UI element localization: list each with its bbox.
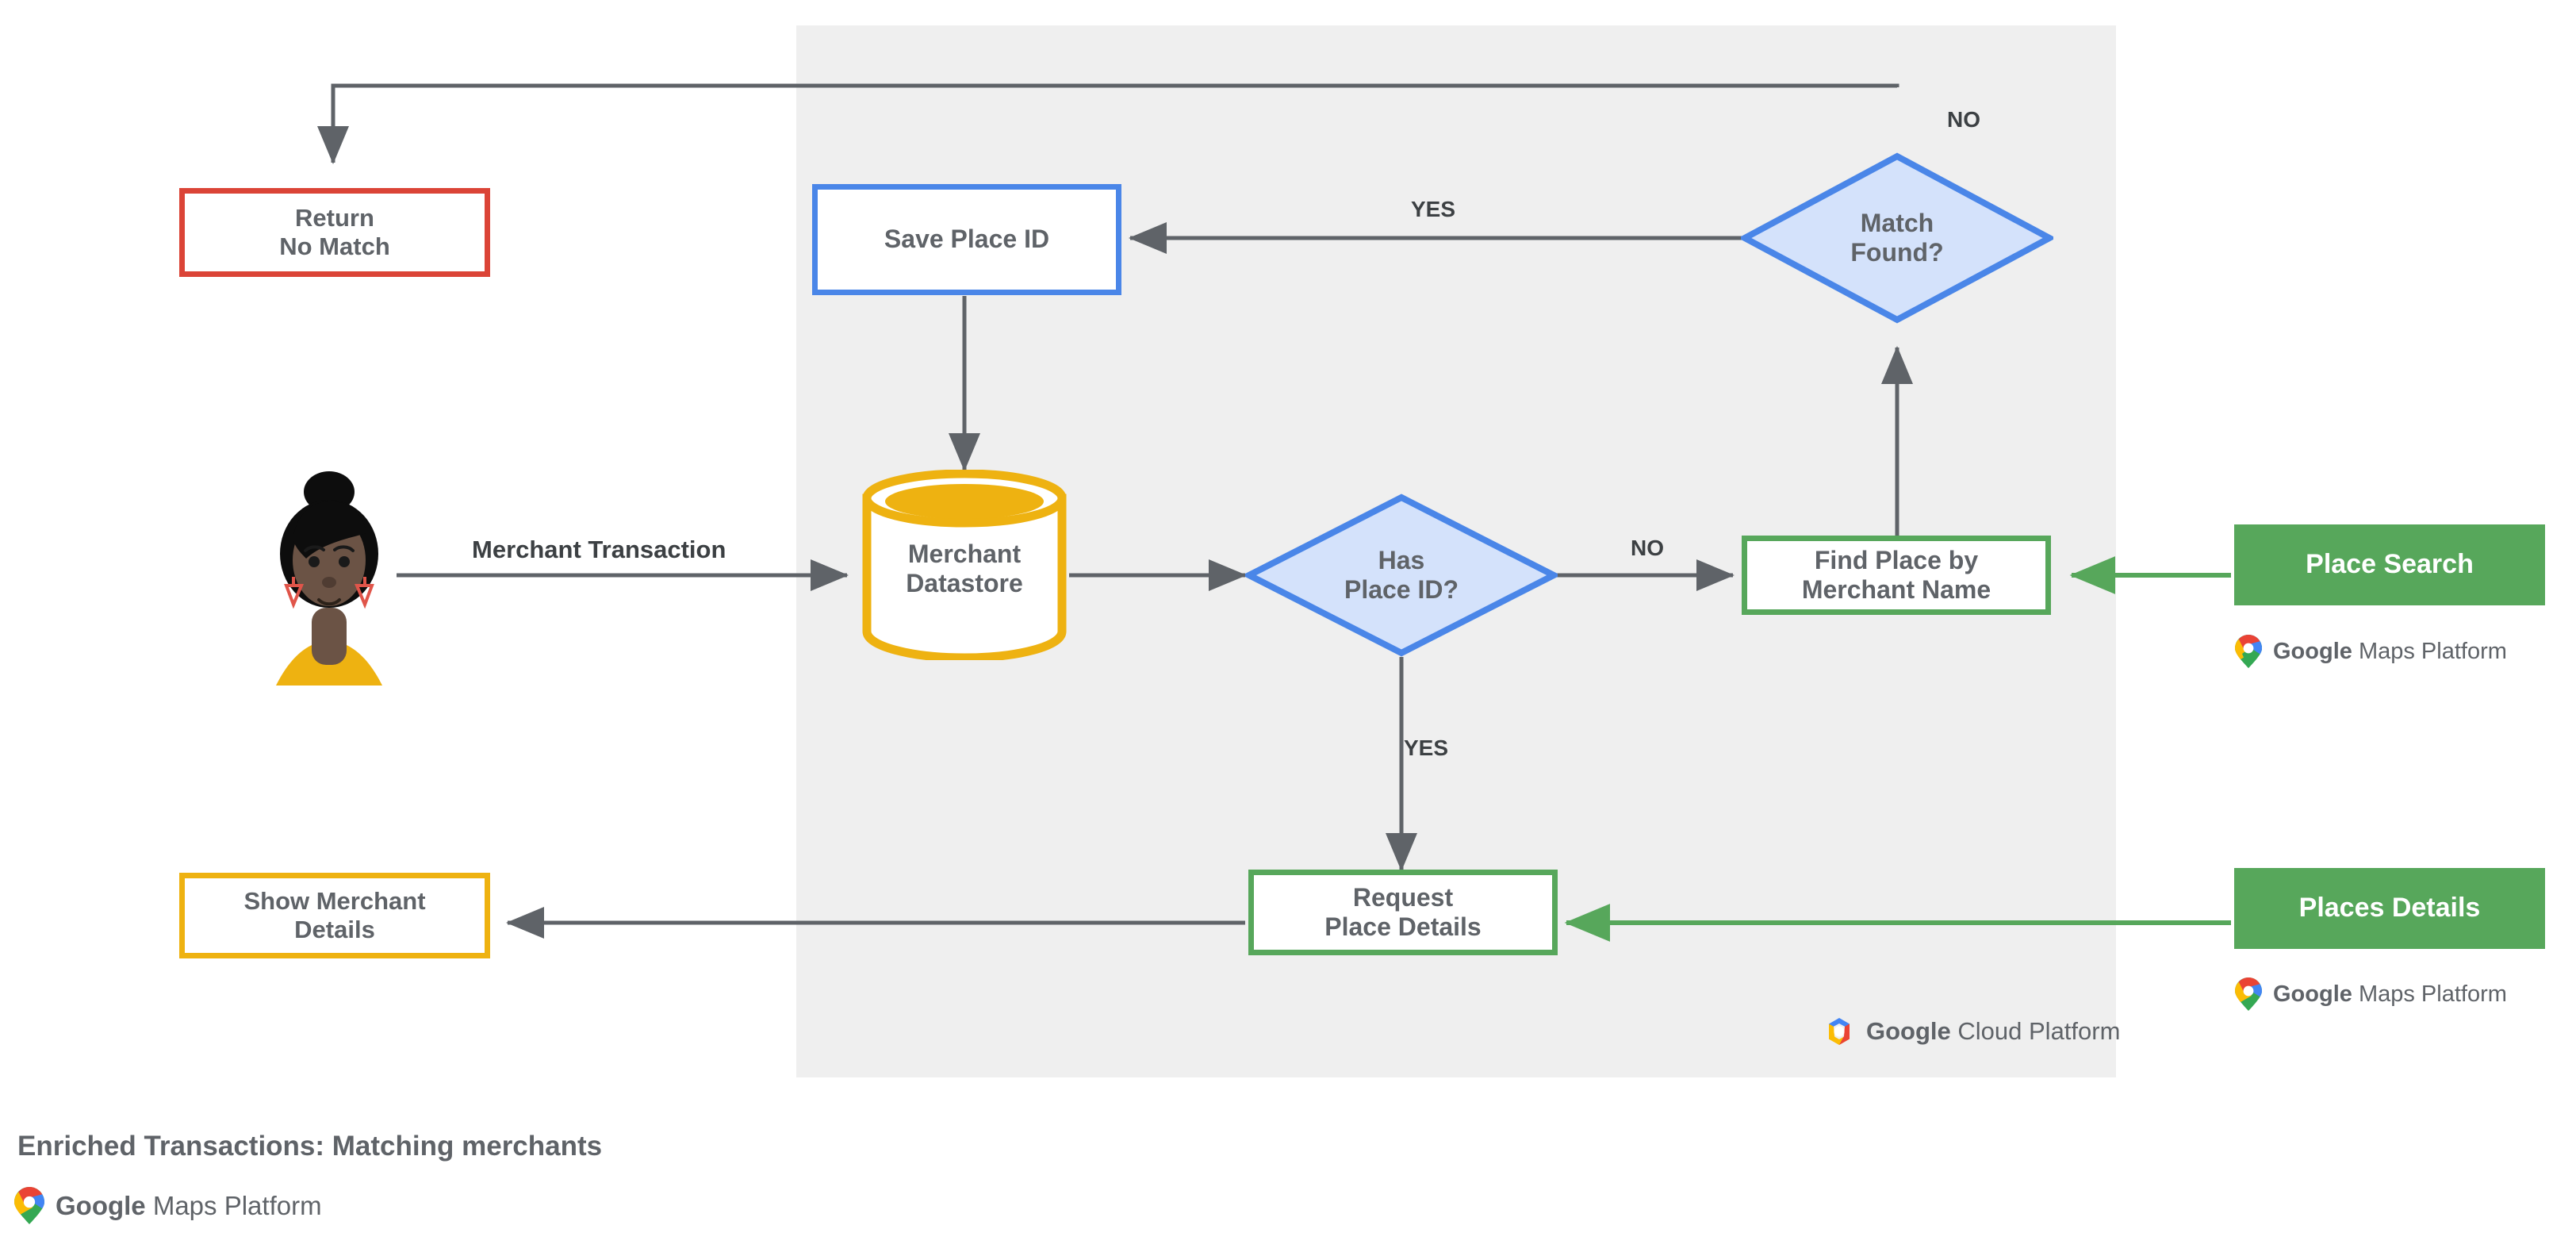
edge-label-yes-match-found: YES: [1411, 197, 1456, 221]
edge-label-merchant-transaction: Merchant Transaction: [472, 536, 726, 563]
maps-platform-brand: Google: [2273, 981, 2352, 1007]
maps-platform-suffix: Maps Platform: [2352, 638, 2507, 664]
cloud-platform-suffix: Cloud Platform: [1950, 1017, 2121, 1045]
maps-platform-logo-places-details: Google Maps Platform: [2235, 977, 2507, 1011]
maps-pin-icon: [2235, 635, 2262, 668]
node-find-place-by-merchant-name[interactable]: Find Place by Merchant Name: [1742, 536, 2051, 615]
node-show-merchant-details[interactable]: Show Merchant Details: [179, 873, 490, 958]
node-has-place-id-label: Has Place ID?: [1344, 545, 1459, 604]
cloud-platform-brand: Google: [1866, 1017, 1951, 1045]
node-has-place-id[interactable]: Has Place ID?: [1245, 494, 1558, 657]
maps-platform-suffix: Maps Platform: [2352, 981, 2507, 1007]
cylinder-shape: [862, 469, 1067, 662]
cloud-platform-logo-text: Google Cloud Platform: [1866, 1017, 2120, 1046]
user-avatar: [262, 465, 397, 687]
diamond-shape: [1245, 494, 1558, 657]
google-cloud-platform-logo: Google Cloud Platform: [1823, 1016, 2120, 1047]
maps-platform-logo-text: Google Maps Platform: [56, 1191, 322, 1221]
edge-label-yes-has-place-id: YES: [1404, 735, 1449, 760]
maps-platform-logo-text: Google Maps Platform: [2273, 981, 2507, 1008]
maps-platform-brand: Google: [2273, 638, 2352, 664]
maps-platform-logo-place-search: Google Maps Platform: [2235, 635, 2507, 668]
node-return-no-match[interactable]: Return No Match: [179, 188, 490, 277]
node-place-search[interactable]: Place Search: [2234, 524, 2545, 605]
maps-platform-suffix: Maps Platform: [145, 1190, 322, 1220]
maps-platform-logo-footer: Google Maps Platform: [14, 1187, 322, 1224]
diagram-caption: Enriched Transactions: Matching merchant…: [17, 1131, 603, 1162]
node-request-place-details[interactable]: Request Place Details: [1248, 870, 1558, 955]
node-save-place-id[interactable]: Save Place ID: [812, 184, 1121, 295]
node-merchant-datastore[interactable]: Merchant Datastore: [862, 469, 1067, 662]
node-match-found[interactable]: Match Found?: [1741, 152, 2053, 324]
edge-label-no-match-found: NO: [1947, 107, 1980, 132]
node-match-found-label: Match Found?: [1850, 208, 1944, 267]
maps-pin-icon: [2235, 977, 2262, 1011]
cloud-platform-hexagon-icon: [1829, 1018, 1850, 1045]
node-merchant-datastore-label: Merchant Datastore: [906, 539, 1023, 597]
avatar-illustration: [276, 471, 382, 686]
node-places-details[interactable]: Places Details: [2234, 868, 2545, 949]
maps-platform-logo-text: Google Maps Platform: [2273, 639, 2507, 665]
diamond-shape: [1741, 152, 2053, 324]
maps-platform-brand: Google: [56, 1190, 146, 1220]
edge-match-found-no: [317, 83, 1899, 165]
maps-pin-icon: [14, 1187, 44, 1224]
edge-label-no-has-place-id: NO: [1631, 536, 1664, 560]
